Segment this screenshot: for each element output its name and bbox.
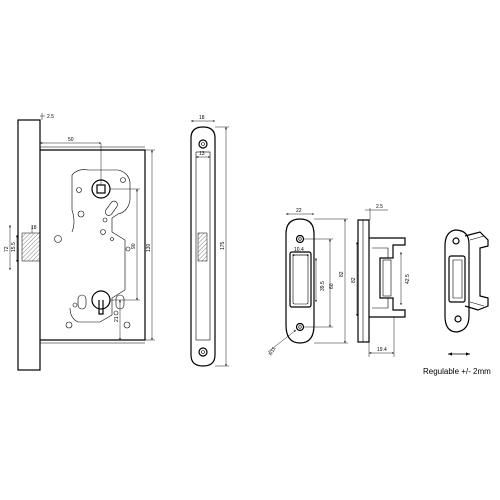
adjustable-note: Regulable +/- 2mm [423,367,491,376]
strike-opening [289,251,312,308]
dim-strike-flange: 2.5 [376,204,383,210]
faceplate-inner-body [195,151,211,341]
faceplate-outline [190,126,216,367]
dim-faceplate-width: 18 [199,115,205,121]
dim-thickness: 15.5 [11,242,17,252]
strike-side-flange [357,219,370,343]
dim-faceplate-offset: 2.5 [47,114,54,120]
dim-strike-hole-spacing: 60 [329,283,335,289]
dim-strike-side-height-ref: 82 [351,277,357,283]
adjustable-strike-outline [444,229,470,333]
strike-plate-view: 22 10.4 39.5 60 82 R11 [267,208,348,357]
lock-case-outline [40,149,146,341]
faceplate-top-screw [198,139,208,149]
dim-strike-side-height: 42.5 [405,274,411,284]
lock-body-dimensions: 2.5 50 18 72 15.5 90 130 21 [4,113,155,341]
key-cylinder [77,290,125,316]
adjustable-strike-bottom-hole [454,315,462,323]
dim-strike-length: 82 [339,271,345,277]
mounting-holes [54,177,131,329]
lock-mechanism-contour [69,169,131,323]
body-slot [105,200,118,216]
adjustable-strike-view: Regulable +/- 2mm [423,229,491,376]
strike-bottom-screw [295,322,305,332]
dim-handle-to-key: 90 [131,243,137,249]
strike-side-view: 2.5 82 42.5 19.4 [351,204,411,357]
dim-strike-opening: 39.5 [320,281,326,291]
dim-backset: 50 [68,137,74,143]
strike-plate-dimensions: 22 10.4 39.5 60 82 R11 [267,208,348,357]
strike-side-dimensions: 2.5 82 42.5 19.4 [351,204,411,357]
dim-strike-radius: R11 [268,346,278,357]
faceplate-bottom-screw [198,347,208,357]
latch-bolt [21,232,41,262]
dim-strike-width: 22 [296,208,302,214]
faceplate-dimensions: 18 13 175 [191,115,229,367]
dim-strike-depth: 19.4 [377,347,387,353]
adjustable-strike-opening [448,255,466,303]
dim-cylinder-offset: 21 [114,316,120,322]
dim-body-height: 130 [146,243,152,252]
strike-plate-outline [285,218,315,344]
faceplate-view: 18 13 175 [190,115,229,367]
lock-body-view: 2.5 50 18 72 15.5 90 130 21 [4,113,155,371]
dim-faceplate-length: 175 [220,241,226,250]
strike-side-box [369,237,406,318]
dim-strike-inner-width: 10.4 [294,247,304,253]
dim-faceplate-inner-width: 13 [199,151,205,157]
adjustable-strike-top-hole [452,237,460,245]
strike-top-screw [295,234,305,244]
faceplate-latch-window [197,232,208,262]
dim-latch-height: 18 [31,225,37,231]
dim-distance-total: 72 [4,246,10,252]
